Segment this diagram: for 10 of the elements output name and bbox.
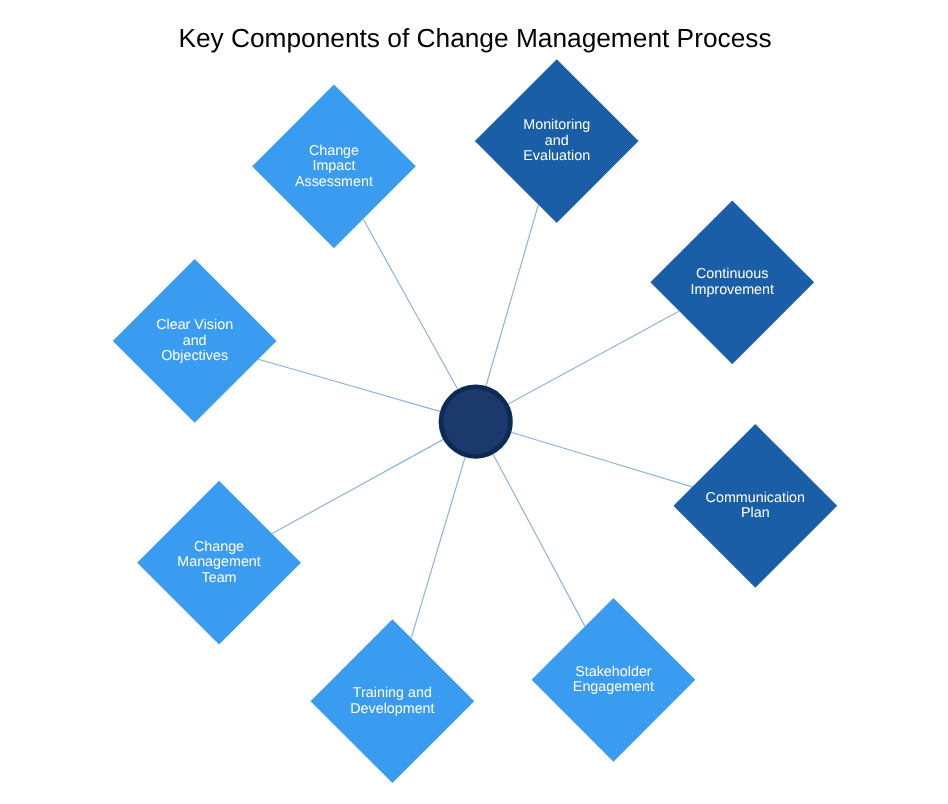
connector — [505, 310, 679, 406]
diagram-title: Key Components of Change Management Process — [177, 22, 771, 53]
connector — [361, 218, 459, 392]
connector — [507, 431, 692, 488]
node-circle — [437, 384, 512, 459]
connector — [409, 454, 466, 639]
connector — [483, 204, 538, 389]
connector — [256, 358, 442, 413]
connector — [490, 451, 585, 627]
connector — [270, 437, 445, 535]
